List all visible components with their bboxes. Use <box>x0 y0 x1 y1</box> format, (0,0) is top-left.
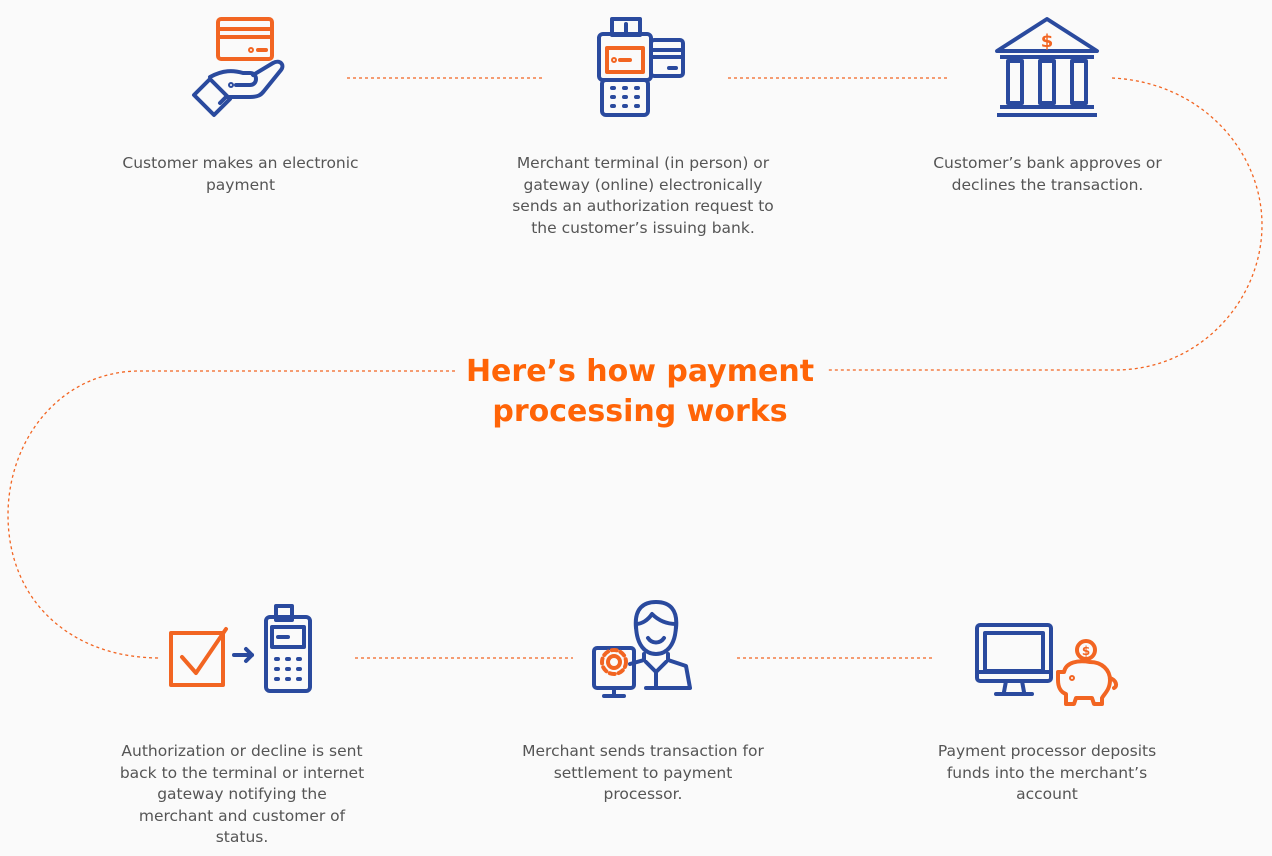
merchant-settings-icon <box>592 600 692 698</box>
svg-text:$: $ <box>1041 31 1054 52</box>
checkmark-terminal-icon <box>169 604 312 693</box>
hand-card-icon <box>192 17 285 117</box>
bank-icon: $ <box>995 17 1099 117</box>
step-6-text: Payment processor deposits funds into th… <box>937 742 1157 803</box>
step-5-text: Merchant sends transaction for settlemen… <box>522 742 764 803</box>
connector-3-title <box>828 77 1263 371</box>
payment-terminal-icon <box>597 17 685 117</box>
monitor-piggy-bank-icon: $ <box>975 623 1119 706</box>
step-4-text: Authorization or decline is sent back to… <box>119 742 365 846</box>
page-title: Here’s how payment processing works <box>465 354 815 429</box>
svg-text:$: $ <box>1082 644 1090 658</box>
step-2-text: Merchant terminal (in person) or gateway… <box>512 154 774 237</box>
step-1-text: Customer makes an electronic payment <box>122 154 359 194</box>
step-3-text: Customer’s bank approves or declines the… <box>933 154 1162 194</box>
